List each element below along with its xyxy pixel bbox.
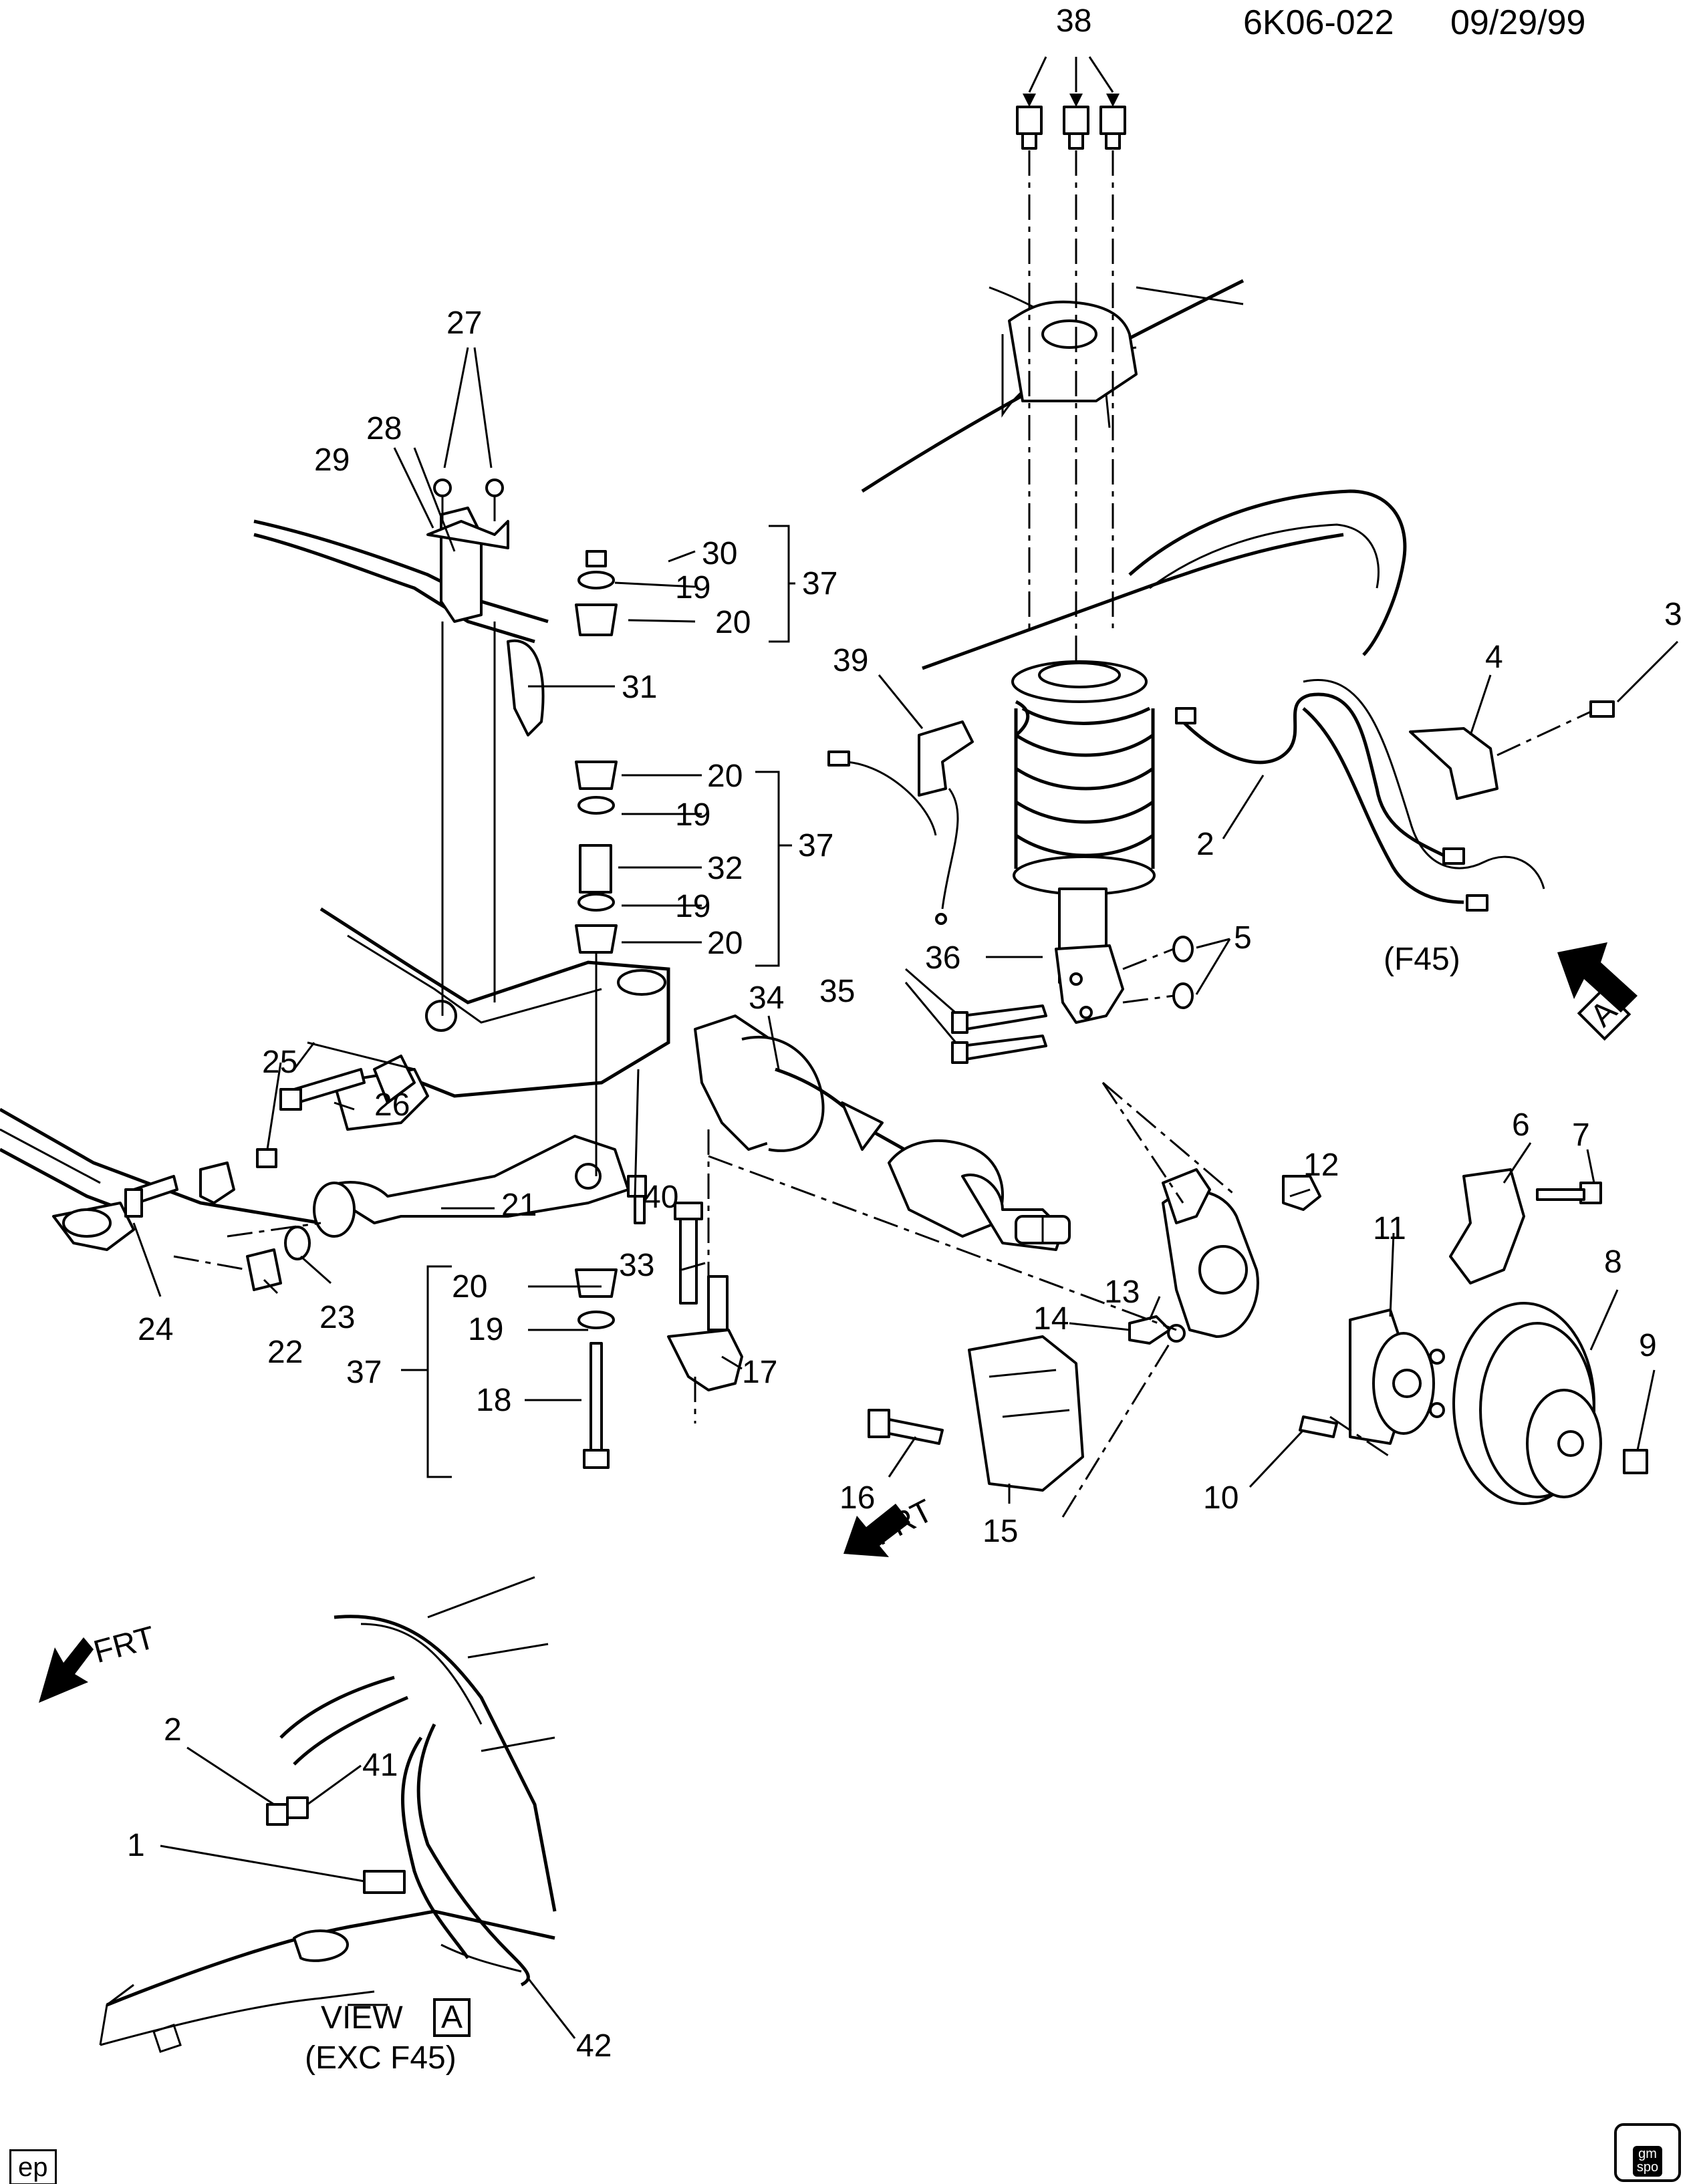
callout-33: 33 (619, 1248, 655, 1283)
callout-3: 3 (1664, 597, 1682, 632)
view-title: VIEW (321, 2000, 403, 2036)
gm-spo-stamp-text: gm spo (1633, 2146, 1662, 2177)
callout-23: 23 (319, 1300, 356, 1335)
callout-5: 5 (1234, 920, 1252, 956)
cradle-and-control-arm (0, 907, 670, 1291)
callout-1: 1 (127, 1828, 145, 1863)
knuckle-brake (667, 1081, 1648, 1518)
callout-19a: 19 (675, 570, 711, 605)
callout-31: 31 (622, 670, 658, 705)
callout-20a: 20 (715, 605, 751, 640)
callout-39: 39 (833, 643, 869, 678)
callout-40: 40 (643, 1180, 679, 1215)
callout-2b: 2 (164, 1712, 182, 1748)
callout-17: 17 (742, 1355, 778, 1390)
view-subtitle: (EXC F45) (305, 2040, 457, 2076)
strut-assembly (827, 660, 1156, 1024)
callout-21: 21 (501, 1188, 537, 1223)
front-arrow-inset (39, 1637, 94, 1703)
callout-18: 18 (476, 1383, 512, 1418)
callout-37b: 37 (798, 828, 834, 863)
callout-34: 34 (749, 980, 785, 1016)
front-arrow-main (843, 1504, 910, 1557)
callout-28: 28 (366, 411, 402, 446)
strut-mount-bolts (1016, 56, 1126, 688)
callout-19b: 19 (675, 797, 711, 833)
corner-tag: ep (9, 2149, 57, 2184)
stabilizer-bar-and-link (253, 479, 618, 1469)
callout-29: 29 (314, 442, 350, 478)
callout-20b: 20 (707, 759, 743, 794)
option-label-f45: (F45) (1384, 942, 1460, 977)
callout-41: 41 (362, 1748, 398, 1783)
callout-38: 38 (1056, 3, 1092, 39)
callout-2a: 2 (1196, 827, 1214, 862)
callout-19c: 19 (675, 889, 711, 924)
gm-spo-stamp: gm spo (1614, 2123, 1681, 2182)
callout-14: 14 (1033, 1301, 1069, 1337)
callout-9: 9 (1639, 1328, 1657, 1363)
callout-32: 32 (707, 851, 743, 886)
callout-19d: 19 (468, 1312, 504, 1347)
leader-lines (132, 347, 1679, 1504)
callout-6: 6 (1512, 1107, 1530, 1143)
callout-20d: 20 (452, 1269, 488, 1305)
callout-26: 26 (374, 1087, 410, 1123)
strut-bolts (904, 936, 1231, 1064)
callout-42: 42 (576, 2028, 612, 2064)
callout-24: 24 (138, 1312, 174, 1347)
callout-35: 35 (819, 974, 856, 1009)
callout-37a: 37 (802, 566, 838, 601)
callout-10: 10 (1203, 1480, 1239, 1516)
callout-27: 27 (446, 305, 483, 341)
callout-16: 16 (839, 1480, 876, 1516)
abs-harness (1175, 679, 1615, 912)
drawing-code: 6K06-022 (1243, 3, 1394, 42)
callout-13: 13 (1104, 1274, 1140, 1310)
callout-15: 15 (983, 1514, 1019, 1549)
callout-25: 25 (262, 1045, 298, 1080)
callout-37c: 37 (346, 1355, 382, 1390)
callout-4: 4 (1485, 640, 1503, 675)
callout-11: 11 (1373, 1211, 1406, 1246)
callout-20c: 20 (707, 926, 743, 961)
callout-30: 30 (702, 536, 738, 571)
view-a-inset (99, 1576, 557, 2053)
callout-8: 8 (1604, 1244, 1622, 1280)
drawing-date: 09/29/99 (1450, 3, 1586, 42)
view-letter-box: A (433, 1998, 471, 2037)
callout-12: 12 (1303, 1147, 1339, 1183)
body-structure (861, 279, 1407, 670)
callout-22: 22 (267, 1335, 303, 1370)
callout-7: 7 (1572, 1117, 1590, 1153)
callout-36: 36 (925, 940, 961, 976)
view-a-arrow (1557, 942, 1638, 1012)
